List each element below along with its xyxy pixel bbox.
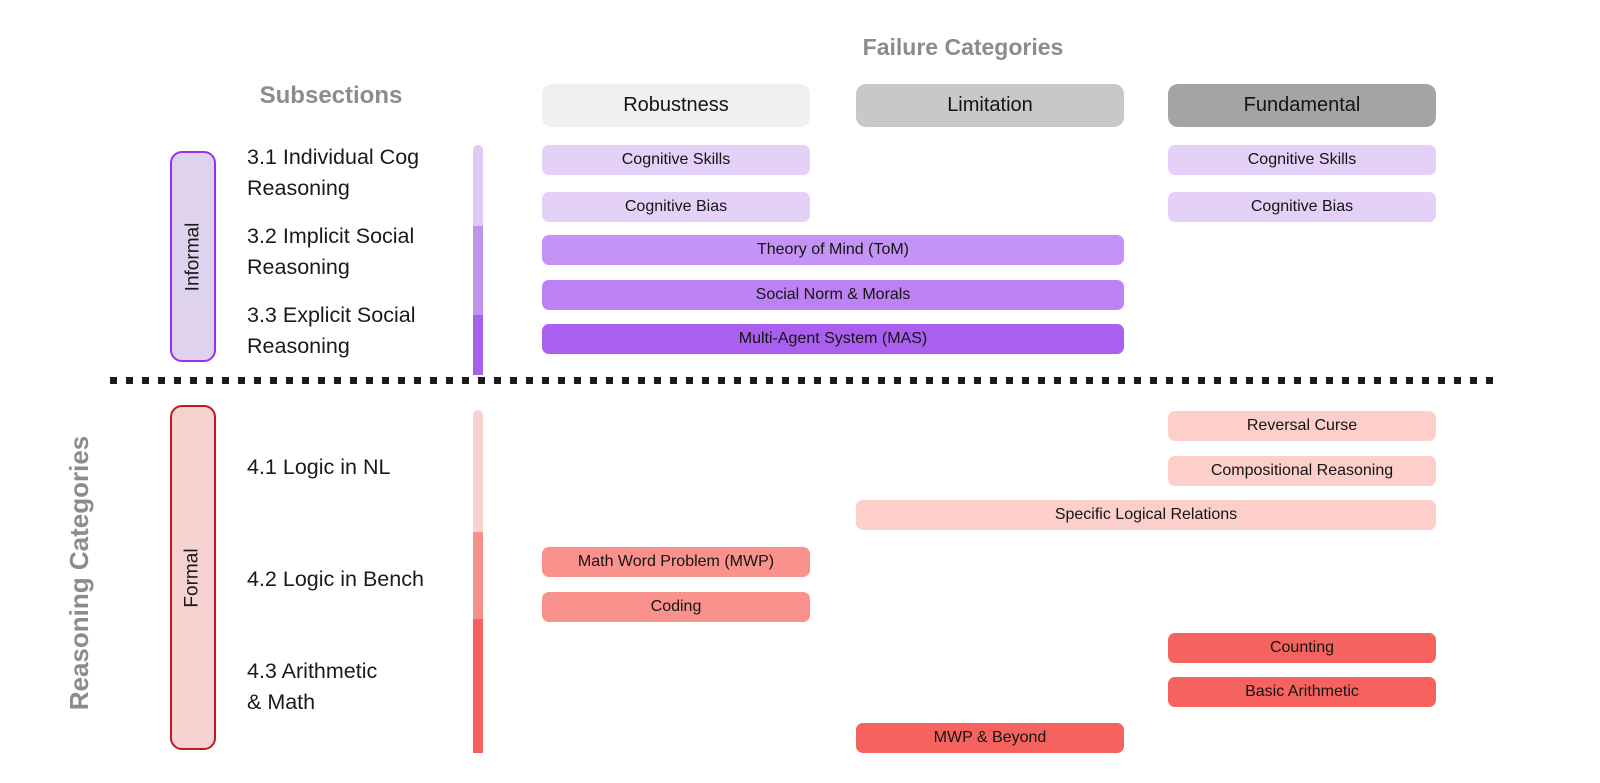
subsection-4-3: 4.3 Arithmetic & Math <box>247 656 377 718</box>
subsection-3-1: 3.1 Individual Cog Reasoning <box>247 142 419 204</box>
group-label-formal: Formal <box>182 547 203 608</box>
gradient-segment <box>473 532 483 619</box>
subsection-line: 3.3 Explicit Social <box>247 303 416 327</box>
subsection-line: 4.3 Arithmetic <box>247 659 378 683</box>
figure-title: Failure Categories <box>862 34 1064 60</box>
group-pill-formal: Formal <box>170 405 216 750</box>
pill-counting: Counting <box>1168 633 1436 663</box>
gradient-segment <box>473 145 483 226</box>
subsection-3-2: 3.2 Implicit Social Reasoning <box>247 221 414 283</box>
column-header-robustness: Robustness <box>542 84 810 127</box>
pill-mwp-beyond: MWP & Beyond <box>856 723 1124 753</box>
gradient-segment <box>473 619 483 753</box>
gradient-segment <box>473 315 483 375</box>
subsection-3-3: 3.3 Explicit Social Reasoning <box>247 300 416 362</box>
subsection-line: & Math <box>247 690 316 714</box>
pill-compositional-reasoning: Compositional Reasoning <box>1168 456 1436 486</box>
pill-cognitive-bias: Cognitive Bias <box>542 192 810 222</box>
section-divider-dotted-line <box>110 377 1495 384</box>
subsection-line: 3.2 Implicit Social <box>247 224 415 248</box>
column-header-limitation: Limitation <box>856 84 1124 127</box>
pill-multi-agent-system-mas: Multi-Agent System (MAS) <box>542 324 1124 354</box>
subsection-line: 4.1 Logic in NL <box>247 455 391 479</box>
subsection-line: Reasoning <box>247 176 350 200</box>
pill-cognitive-skills: Cognitive Skills <box>1168 145 1436 175</box>
informal-gradient-bar <box>473 145 483 375</box>
pill-social-norm-morals: Social Norm & Morals <box>542 280 1124 310</box>
subsection-4-1: 4.1 Logic in NL <box>247 452 390 483</box>
formal-gradient-bar <box>473 410 483 753</box>
subsection-line: 4.2 Logic in Bench <box>247 567 424 591</box>
pill-basic-arithmetic: Basic Arithmetic <box>1168 677 1436 707</box>
subsection-line: Reasoning <box>247 255 350 279</box>
gradient-segment <box>473 226 483 315</box>
subsection-4-2: 4.2 Logic in Bench <box>247 564 424 595</box>
subsection-line: Reasoning <box>247 334 350 358</box>
subsections-header: Subsections <box>259 82 403 109</box>
pill-coding: Coding <box>542 592 810 622</box>
pill-cognitive-skills: Cognitive Skills <box>542 145 810 175</box>
pill-specific-logical-relations: Specific Logical Relations <box>856 500 1436 530</box>
pill-reversal-curse: Reversal Curse <box>1168 411 1436 441</box>
group-pill-informal: Informal <box>170 151 216 362</box>
pill-math-word-problem-mwp: Math Word Problem (MWP) <box>542 547 810 577</box>
pill-theory-of-mind-tom: Theory of Mind (ToM) <box>542 235 1124 265</box>
pill-cognitive-bias: Cognitive Bias <box>1168 192 1436 222</box>
reasoning-categories-axis-label: Reasoning Categories <box>64 435 94 711</box>
gradient-segment <box>473 410 483 532</box>
group-label-informal: Informal <box>182 222 204 291</box>
column-header-fundamental: Fundamental <box>1168 84 1436 127</box>
subsection-line: 3.1 Individual Cog <box>247 145 420 169</box>
